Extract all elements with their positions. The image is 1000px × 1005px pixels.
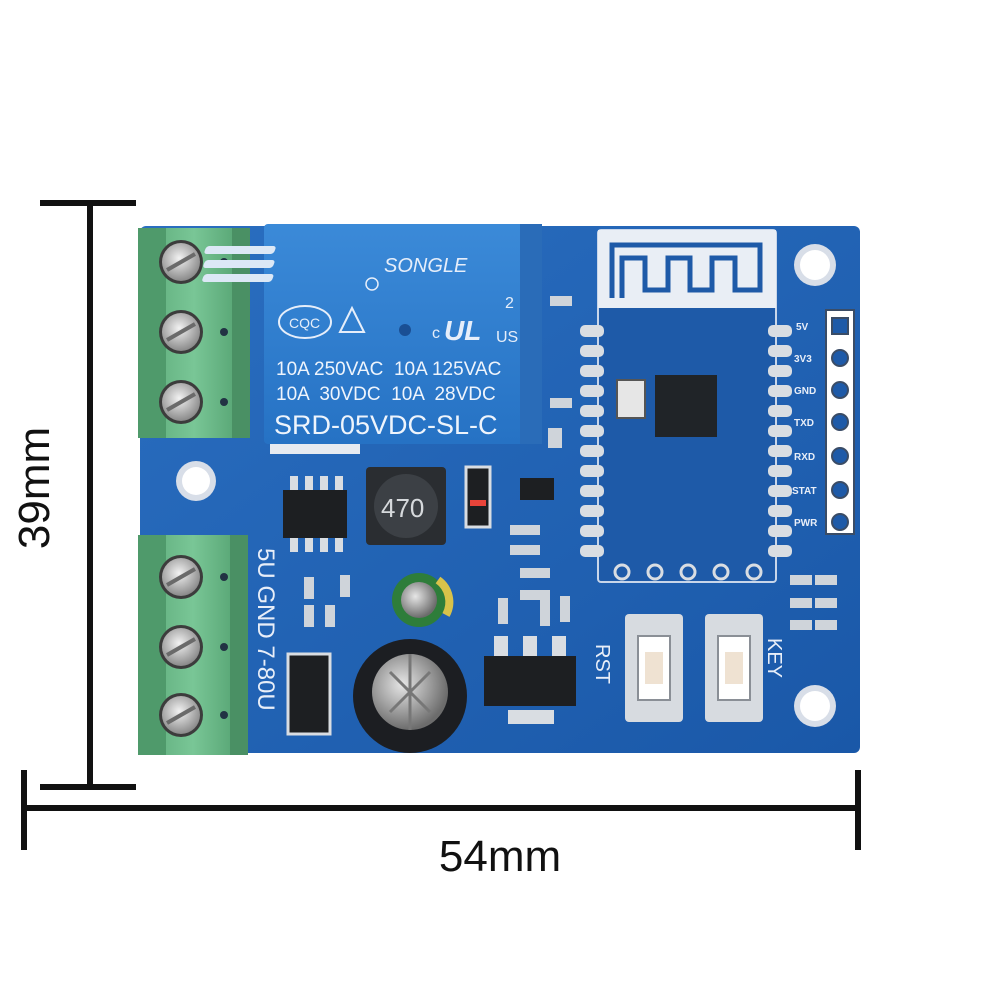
wireless-module [580, 229, 792, 583]
relay: SONGLE CQC c UL 2 US 10A 250VAC 10A 125V… [202, 224, 542, 444]
relay-rating-line-1: 10A 250VAC 10A 125VAC [276, 359, 501, 380]
output-terminal-block [138, 228, 250, 438]
terminal-screw [159, 555, 203, 737]
power-terminal-block [138, 535, 248, 755]
rst-label: RST [591, 644, 613, 684]
small-electrolytic-capacitor [392, 573, 454, 627]
diode [464, 465, 492, 529]
relay-indicator-bar [270, 444, 360, 454]
pin-label-stat: STAT [792, 486, 817, 497]
warning-triangle-icon [338, 305, 366, 333]
driver-ic [283, 476, 347, 552]
relay-rating-line-2: 10A 30VDC 10A 28VDC [276, 384, 496, 405]
ul-cert-us: US [496, 329, 518, 346]
rst-button[interactable] [625, 614, 683, 722]
cqc-cert-mark: CQC [289, 315, 320, 331]
key-label: KEY [763, 638, 785, 678]
pin-header: 5V 3V3 GND TXD RXD STAT PWR [792, 309, 855, 535]
registered-icon [365, 277, 379, 291]
power-terminal-label: 5U GND 7-80U [252, 548, 279, 711]
pin-label-rxd: RXD [794, 452, 815, 463]
smd-diode [286, 652, 332, 736]
mounting-hole [176, 244, 836, 727]
transistor [520, 478, 554, 500]
svg-text:c: c [432, 325, 440, 342]
large-electrolytic-capacitor [353, 639, 467, 753]
inductor-value: 470 [381, 493, 424, 523]
height-dimension-line [40, 200, 136, 790]
terminal-screw [159, 240, 203, 424]
pin-label-pwr: PWR [794, 518, 818, 529]
relay-model: SRD-05VDC-SL-C [274, 410, 498, 440]
pin-label-3v3: 3V3 [794, 354, 812, 365]
songle-logo-icon [202, 246, 276, 282]
voltage-regulator [484, 636, 576, 724]
ul-mark-icon: UL [444, 315, 481, 346]
width-dimension-line [21, 770, 861, 850]
key-button[interactable] [705, 614, 763, 722]
inductor: 470 [366, 467, 446, 545]
antenna-trace-icon [609, 242, 763, 298]
pin-label-gnd: GND [794, 386, 816, 397]
width-dimension-label: 54mm [438, 832, 562, 881]
pin-label-txd: TXD [794, 418, 814, 429]
relay-brand: SONGLE [384, 255, 468, 277]
height-dimension-label: 39mm [10, 426, 59, 550]
ul-cert-number: 2 [505, 295, 514, 312]
pin-label-5v: 5V [796, 322, 809, 333]
smd-components [304, 296, 837, 630]
